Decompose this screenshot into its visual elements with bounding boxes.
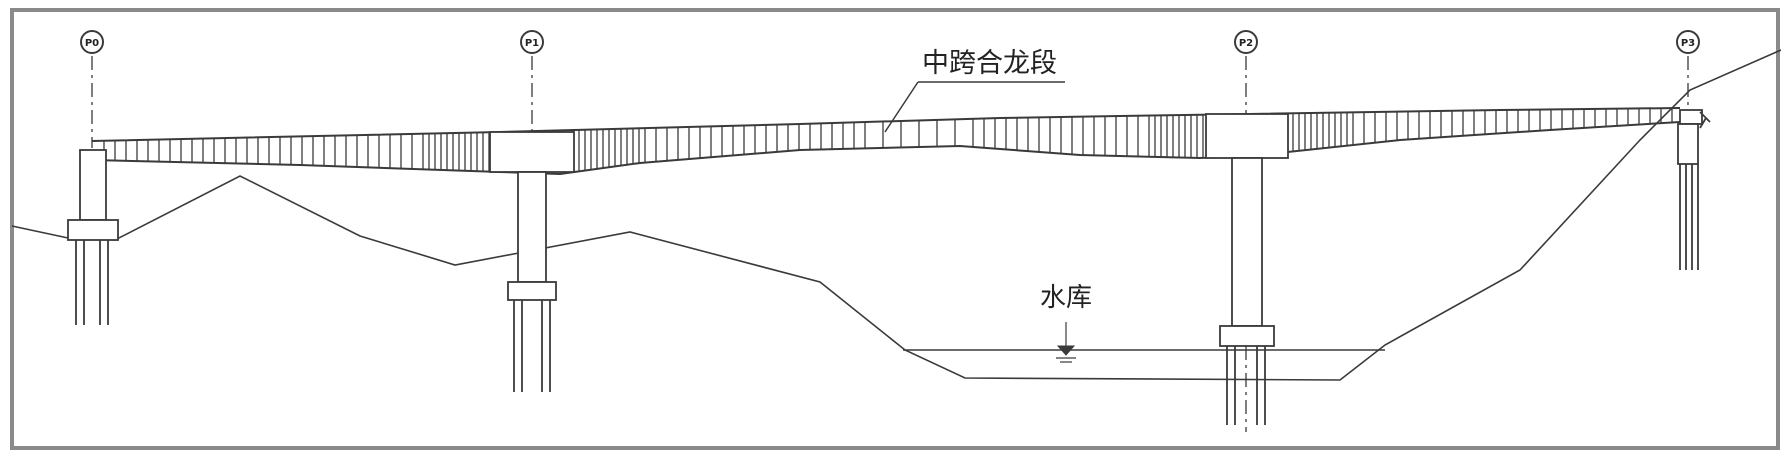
- pier-p0-pile-cap: [67, 219, 119, 241]
- leader-pointer: [884, 81, 919, 133]
- pier-p0-column: [79, 149, 107, 221]
- pier-p0-mark: P0: [85, 38, 99, 49]
- box-girder: [91, 107, 1681, 176]
- pier-p3-abutment: [1679, 109, 1703, 125]
- water-level-symbol: [1056, 345, 1076, 356]
- reservoir-label: 水库: [1040, 283, 1092, 313]
- girder-top-chord: [91, 107, 1681, 142]
- closure-segment-leader: [884, 81, 1065, 133]
- pier-p1: [489, 30, 575, 392]
- pier-p3: [1676, 30, 1711, 270]
- pier-p3-column: [1677, 123, 1699, 165]
- pier-p2-pile-cap: [1219, 325, 1275, 347]
- reservoir: [903, 322, 1385, 363]
- pier-p0-marker: [80, 30, 104, 54]
- pier-p2: [1205, 30, 1289, 432]
- pier-p2-marker: [1234, 30, 1258, 54]
- pier-p3-slope-2: [1699, 117, 1707, 129]
- ground-profile: [11, 49, 1781, 381]
- pier-p0: [67, 30, 119, 325]
- girder-segment-lines: [103, 108, 1673, 173]
- pier-p1-head: [489, 131, 575, 173]
- pier-p1-pile-cap: [507, 281, 557, 301]
- drawing-frame: [10, 8, 1780, 450]
- pier-p3-marker: [1676, 30, 1700, 54]
- pier-p1-mark: P1: [525, 38, 539, 49]
- pier-p3-mark: P3: [1681, 38, 1695, 49]
- pier-p1-column: [517, 171, 547, 283]
- pier-p2-head: [1205, 113, 1289, 159]
- pier-p2-mark: P2: [1239, 38, 1253, 49]
- pier-p3-slope-1: [1699, 111, 1711, 123]
- pier-p2-column: [1231, 157, 1263, 327]
- closure-segment-label: 中跨合龙段: [922, 48, 1057, 79]
- pier-p1-marker: [520, 30, 544, 54]
